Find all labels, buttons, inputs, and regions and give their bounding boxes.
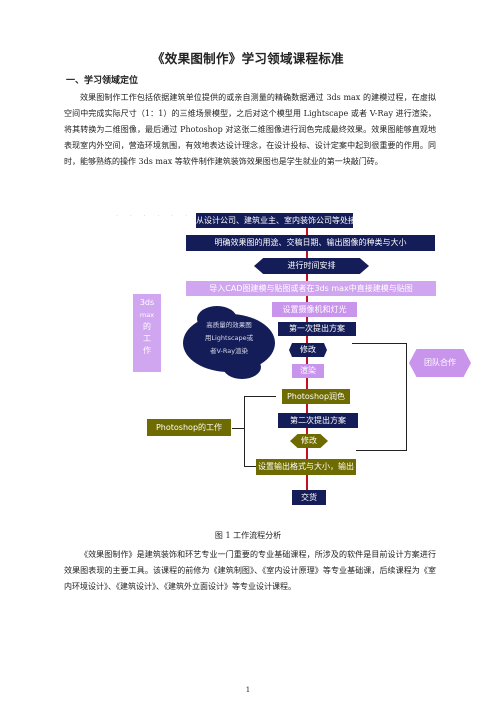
step-photoshop-retouch: Photoshop润色 [282, 389, 350, 404]
group-3ds-max-line-5: 作 [143, 346, 151, 355]
step-second-proposal: 第二次提出方案 [278, 413, 358, 428]
team-line-bottom [356, 450, 406, 451]
intro-paragraph: 效果图制作工作包括依据建筑单位提供的或亲自测量的精确数据通过 3ds max 的… [64, 93, 436, 166]
step-output: 设置输出格式与大小，输出 [256, 459, 356, 475]
page-number: 1 [245, 686, 251, 694]
step-render: 渲染 [292, 364, 324, 378]
ps-bracket-top [244, 396, 276, 397]
step-first-revise: 修改 [289, 343, 327, 357]
team-line-top [352, 343, 407, 344]
decorative-dots: · · · · · · · [116, 213, 206, 220]
step-first-proposal: 第一次提出方案 [278, 322, 356, 336]
cloud-line-3: 者V-Ray渲染 [209, 347, 249, 355]
group-photoshop: Photoshop的工作 [147, 419, 231, 436]
figure-caption: 图 1 工作流程分析 [214, 531, 282, 540]
step-clarify-purpose: 明确效果图的用途、交稿日期、输出图像的种类与大小 [186, 235, 435, 251]
group-3ds-max-line-3: 的 [143, 322, 151, 331]
cloud-line-2: 用Lightscape或 [204, 334, 254, 342]
ps-bracket [244, 396, 245, 467]
step-schedule: 进行时间安排 [254, 258, 369, 274]
team-line-vertical [406, 343, 407, 451]
step-camera-lights: 设置摄像机和灯光 [272, 302, 357, 317]
step-deliver: 交货 [292, 490, 326, 505]
course-paragraph: 《效果图制作》是建筑装饰和环艺专业一门重要的专业基础课程，所涉及的软件是目前设计… [64, 550, 436, 591]
ps-bracket-link [232, 428, 244, 429]
render-cloud: 高质量的效果图 用Lightscape或 者V-Ray渲染 [183, 306, 275, 379]
group-3ds-max-line-4: 工 [143, 334, 151, 343]
ps-bracket-bottom [244, 466, 258, 467]
group-3ds-max-line-2: max [139, 311, 155, 319]
step-receive-order: 从设计公司、建筑业主、室内装饰公司等处接收订单 [196, 213, 380, 228]
cloud-line-1: 高质量的效果图 [206, 321, 252, 329]
team-badge: 团队合作 [409, 349, 471, 377]
step-second-revise: 修改 [290, 434, 328, 448]
group-3ds-max: 3ds max 的 工 作 [133, 294, 161, 372]
step-modeling: 导入CAD图建模与贴图或者在3ds max中直接建模与贴图 [186, 281, 436, 296]
group-3ds-max-line-1: 3ds [139, 298, 155, 307]
page-title: 《效果图制作》学习领域课程标准 [151, 51, 344, 66]
section-heading: 一、学习领域定位 [66, 76, 139, 86]
